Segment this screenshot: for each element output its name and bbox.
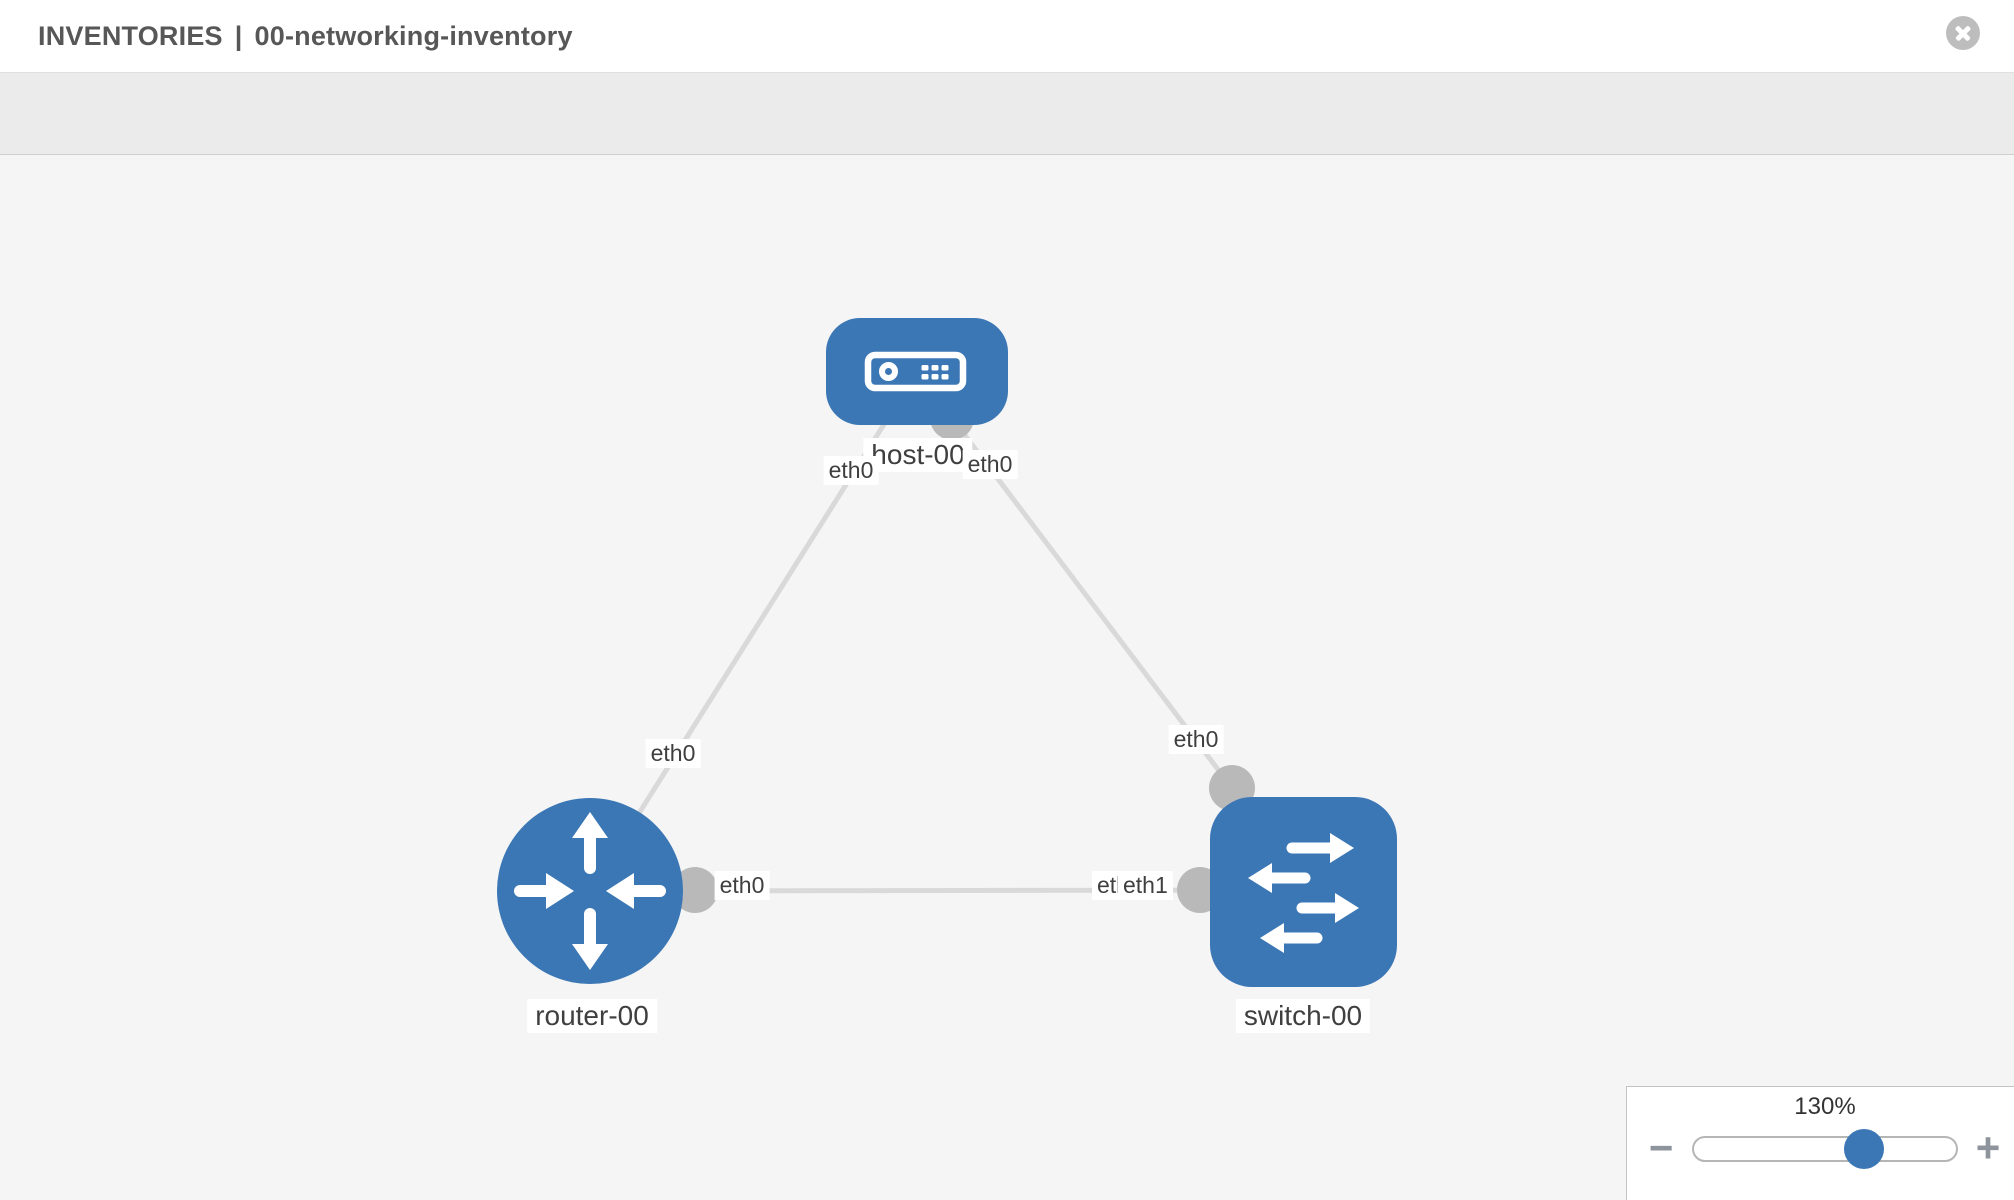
switch-icon <box>1248 833 1359 953</box>
zoom-in-button[interactable]: + <box>1975 1124 2001 1171</box>
page-title: INVENTORIES | 00-networking-inventory <box>38 0 573 72</box>
zoom-control-panel: 130% − + <box>1626 1086 2014 1200</box>
page-title-separator: | <box>234 20 243 51</box>
host-icon <box>864 351 967 392</box>
node-label-host: host-00 <box>863 438 973 472</box>
router-icon <box>514 812 666 970</box>
interface-label: eth0 <box>962 450 1018 479</box>
node-switch-00[interactable] <box>1210 797 1397 987</box>
toolbar: ACTIONS SEARCH <box>0 72 2014 214</box>
node-host-00[interactable] <box>826 318 1008 425</box>
node-router-00[interactable] <box>497 798 683 984</box>
zoom-out-button[interactable]: − <box>1648 1124 1674 1171</box>
node-label-switch: switch-00 <box>1235 999 1371 1033</box>
interface-label: eth0 <box>645 739 701 768</box>
page-title-section: INVENTORIES <box>38 20 223 51</box>
node-label-router: router-00 <box>527 999 657 1033</box>
zoom-level-value: 130% <box>1794 1093 1856 1120</box>
interface-label: eth1 <box>1118 871 1173 900</box>
zoom-slider-track[interactable] <box>1692 1136 1958 1162</box>
page-title-inventory-name: 00-networking-inventory <box>254 20 573 51</box>
interface-label: eth0 <box>1168 725 1224 754</box>
close-button[interactable] <box>1946 16 1980 50</box>
interface-label: eth0 <box>714 871 770 900</box>
zoom-slider-thumb[interactable] <box>1844 1129 1884 1169</box>
interface-dot-router-eth0[interactable] <box>672 867 718 913</box>
interface-label: eth0 <box>823 456 879 485</box>
header: INVENTORIES | 00-networking-inventory <box>0 0 2014 72</box>
topology-graph <box>497 318 1397 987</box>
topology-canvas[interactable]: host-00 router-00 switch-00 eth0 eth0 et… <box>0 156 2014 1200</box>
